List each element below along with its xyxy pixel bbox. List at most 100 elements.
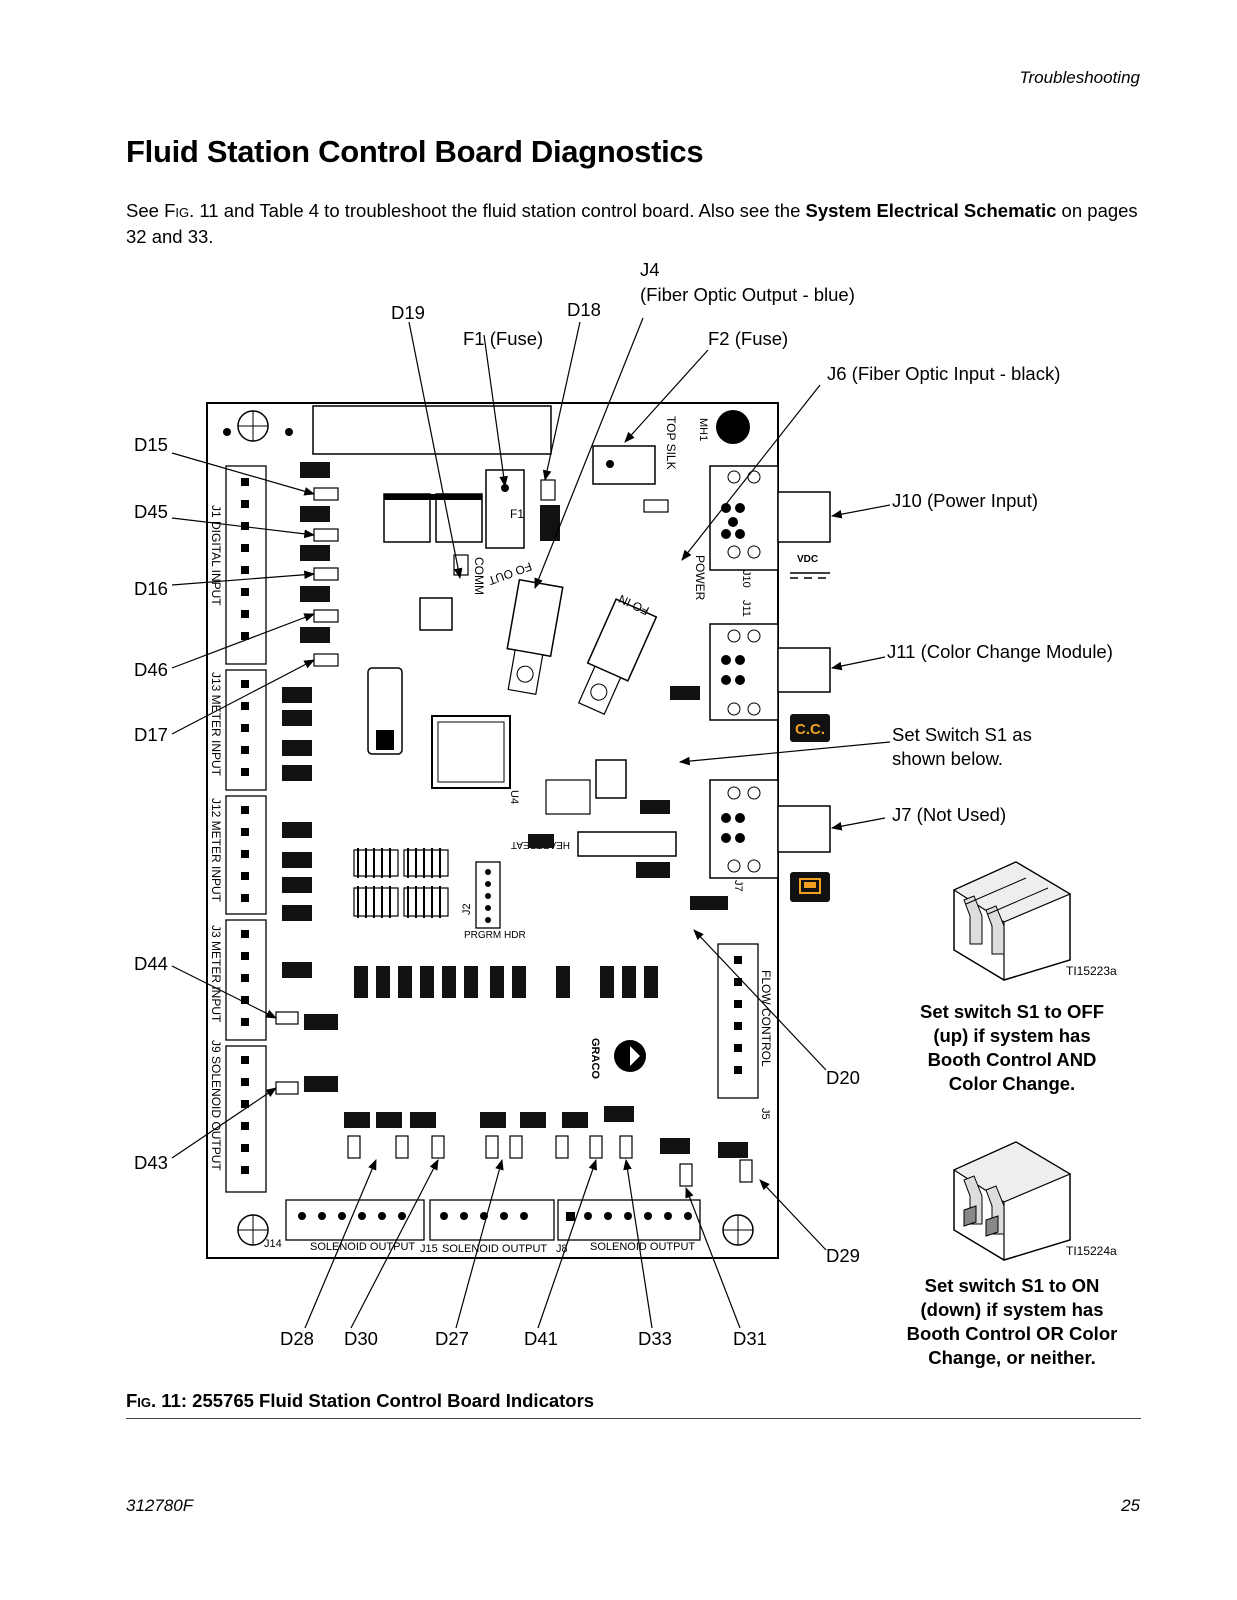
j14-solenoid-connector xyxy=(285,1199,425,1241)
callout-d30: D30 xyxy=(344,1328,378,1349)
callout-arrows xyxy=(171,317,891,1329)
intro-text-3: on pages 32 and 33. xyxy=(126,200,1138,247)
solenoid-leds xyxy=(347,1135,753,1187)
intro-paragraph: See Fig. 11 and Table 4 to troubleshoot … xyxy=(126,198,1146,250)
switch-s1 xyxy=(595,759,627,799)
mounting-hole-icon xyxy=(237,1214,269,1246)
caption-divider xyxy=(126,1418,1141,1419)
switch-off-line3: Booth Control AND xyxy=(928,1049,1097,1070)
figure-caption-ref: Fig. 11 xyxy=(126,1390,181,1411)
mh1-hole-icon xyxy=(716,410,750,444)
inductor-bar xyxy=(384,494,482,500)
intro-text-1: See xyxy=(126,200,165,221)
callout-s1-line1: Set Switch S1 as xyxy=(892,724,1032,745)
callout-f1: F1 (Fuse) xyxy=(463,328,543,349)
power-label: POWER xyxy=(693,555,707,601)
callout-d45: D45 xyxy=(134,501,168,522)
left-connectors xyxy=(225,465,267,1193)
callout-d17: D17 xyxy=(134,724,168,745)
doc-number: 312780F xyxy=(126,1496,194,1515)
section-header: Troubleshooting xyxy=(1019,68,1140,87)
callout-d15: D15 xyxy=(134,434,168,455)
callout-d41: D41 xyxy=(524,1328,558,1349)
callout-d28: D28 xyxy=(280,1328,314,1349)
j1-label: J1 DIGITAL INPUT xyxy=(209,505,223,606)
j7-board-label: J7 xyxy=(732,880,744,892)
fuse-f1 xyxy=(485,469,525,549)
dc-symbol-icon xyxy=(790,572,830,579)
switch-off-line4: Color Change. xyxy=(949,1073,1075,1094)
j15-solenoid-connector xyxy=(429,1199,555,1241)
callout-d46: D46 xyxy=(134,659,168,680)
solenoid-resistors xyxy=(344,1106,748,1158)
crystal-x1 xyxy=(367,667,403,755)
callout-d27: D27 xyxy=(435,1328,469,1349)
switch-on-illustration xyxy=(952,1141,1072,1261)
comm-label: COMM xyxy=(472,557,486,595)
mh1-label: MH1 xyxy=(697,418,709,441)
vdc-label: VDC xyxy=(797,554,818,565)
ic-row xyxy=(353,779,591,917)
callout-d43: D43 xyxy=(134,1152,168,1173)
j15-output-label: SOLENOID OUTPUT xyxy=(442,1243,547,1255)
u4-label: U4 xyxy=(508,790,520,804)
callout-j4-desc: (Fiber Optic Output - blue) xyxy=(640,284,855,305)
j8-solenoid-connector xyxy=(557,1199,701,1241)
callout-d18: D18 xyxy=(567,299,601,320)
callout-d44: D44 xyxy=(134,953,168,974)
j8-output-label: SOLENOID OUTPUT xyxy=(590,1241,695,1253)
j10-connector xyxy=(709,465,831,571)
j3-label: J3 METER INPUT xyxy=(209,925,223,1023)
j15-board-label: J15 xyxy=(420,1243,438,1255)
cc-badge: C.C. xyxy=(790,714,830,742)
resistor-row xyxy=(354,686,728,998)
switch-on-line1: Set switch S1 to ON xyxy=(925,1275,1100,1296)
board-diagram: J1 DIGITAL INPUT J13 METER INPUT J12 MET… xyxy=(134,259,1118,1368)
switch-off-line2: (up) if system has xyxy=(933,1025,1090,1046)
j9-label: J9 SOLENOID OUTPUT xyxy=(209,1040,223,1171)
flow-control-label: FLOW CONTROL xyxy=(759,970,773,1067)
j2-board-label: J2 xyxy=(461,903,473,915)
callout-j4: J4 xyxy=(640,259,660,280)
top-silk-label: TOP SILK xyxy=(664,416,678,470)
fuse-f2-pin xyxy=(606,460,614,468)
callout-j10: J10 (Power Input) xyxy=(892,490,1038,511)
switch-on-line3: Booth Control OR Color xyxy=(907,1323,1118,1344)
intro-text-2: and Table 4 to troubleshoot the fluid st… xyxy=(218,200,806,221)
callout-d29: D29 xyxy=(826,1245,860,1266)
fiber-optic-input-j6 xyxy=(577,598,658,716)
callout-d16: D16 xyxy=(134,578,168,599)
callout-f2: F2 (Fuse) xyxy=(708,328,788,349)
ic-pins xyxy=(357,848,441,918)
r78-block xyxy=(577,831,677,857)
crystal-base xyxy=(376,730,394,750)
callout-j6: J6 (Fiber Optic Input - black) xyxy=(827,363,1060,384)
switch-s2 xyxy=(419,597,453,631)
monitor-badge-icon xyxy=(790,872,830,902)
j10-board-label: J10 xyxy=(740,570,752,588)
indicator-leds xyxy=(275,487,339,1095)
cc-badge-text: C.C. xyxy=(795,721,825,738)
mounting-hole-icon xyxy=(722,1214,754,1246)
graco-logo: GRACO xyxy=(589,1038,646,1079)
flow-control-connector xyxy=(717,943,759,1099)
j11-connector xyxy=(709,623,831,721)
prgrm-hdr-label: PRGRM HDR xyxy=(464,930,526,941)
page-title: Fluid Station Control Board Diagnostics xyxy=(126,134,704,169)
callout-d19: D19 xyxy=(391,302,425,323)
board-top-slot xyxy=(312,405,552,455)
intro-schematic-ref: System Electrical Schematic xyxy=(805,200,1057,221)
board-figure: J1 DIGITAL INPUT J13 METER INPUT J12 MET… xyxy=(120,255,1160,1375)
j7-connector xyxy=(709,779,831,879)
r30-resistor xyxy=(540,505,560,541)
switch-off-illustration xyxy=(952,861,1072,981)
callout-j7: J7 (Not Used) xyxy=(892,804,1006,825)
callout-s1-line2: shown below. xyxy=(892,748,1003,769)
main-processor-u4 xyxy=(431,715,511,789)
callout-d20: D20 xyxy=(826,1067,860,1088)
fuse-f2 xyxy=(592,445,656,485)
j12-label: J12 METER INPUT xyxy=(209,798,223,903)
switch-off-line1: Set switch S1 to OFF xyxy=(920,1001,1104,1022)
switch-on-line4: Change, or neither. xyxy=(928,1347,1096,1368)
j11-board-label: J11 xyxy=(740,600,752,617)
